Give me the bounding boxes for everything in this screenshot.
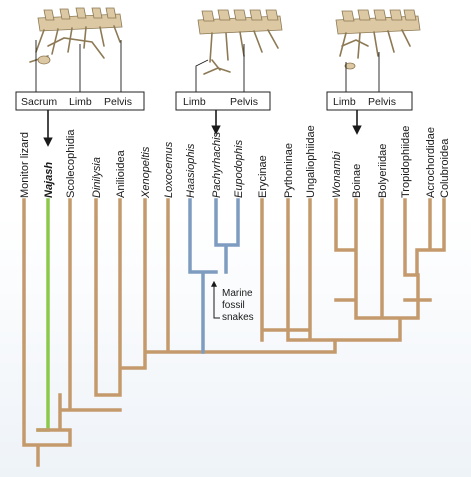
taxon-label: Dinilysia (91, 157, 103, 198)
boinae-label-box (326, 91, 413, 111)
label-pelvis: Pelvis (230, 96, 258, 108)
taxon-label: Erycinae (257, 155, 269, 198)
taxon-label: Ungaliophiidae (305, 125, 317, 198)
skeleton-pointers (35, 40, 380, 92)
taxon-label: Loxocemus (163, 141, 175, 198)
label-pelvis: Pelvis (368, 96, 396, 108)
najash-skeleton (29, 7, 123, 65)
label-sacrum: Sacrum (21, 96, 57, 108)
taxon-label: Najash (43, 162, 55, 198)
taxon-label: Scolecophidia (65, 129, 77, 198)
branch-marine (188, 198, 240, 354)
taxon-label: Pachyrhachis (211, 131, 223, 198)
taxon-label: Acrochordidae (425, 127, 437, 198)
annotation-line-1: Marine (222, 288, 253, 299)
marine-skeleton (197, 9, 283, 75)
marine-annotation: Marine fossil snakes (211, 280, 254, 323)
label-limb: Limb (69, 96, 92, 108)
taxon-label: Haasiophis (185, 143, 197, 198)
annotation-line-3: snakes (222, 312, 254, 323)
branch-najash (36, 198, 50, 432)
taxon-label: Pythoninae (283, 143, 295, 198)
label-limb: Limb (183, 96, 206, 108)
taxon-label: Bolyeriidae (377, 144, 389, 198)
taxon-labels: Monitor lizard Najash Scolecophidia Dini… (19, 125, 451, 199)
taxon-label: Wonambi (331, 151, 343, 198)
taxon-label: Colubroidea (439, 138, 451, 198)
box-arrows (43, 110, 362, 147)
label-pelvis: Pelvis (104, 96, 132, 108)
label-limb: Limb (333, 96, 356, 108)
skeleton-label-boxes: Sacrum Limb Pelvis Limb Pelvis Limb Pelv… (15, 91, 413, 111)
marine-label-box (175, 91, 271, 111)
taxon-label: Tropidophiidae (400, 126, 412, 198)
annotation-line-2: fossil (222, 300, 245, 311)
boinae-skeleton (335, 9, 421, 70)
taxon-label: Anilioidea (115, 149, 127, 198)
phylogenetic-tree (22, 198, 446, 467)
annotation-leader (213, 298, 220, 319)
taxon-label: Xenopeltis (140, 146, 152, 199)
taxon-label: Eupodophis (233, 139, 245, 198)
taxon-label: Boinae (351, 164, 363, 198)
taxon-label: Monitor lizard (19, 132, 31, 198)
najash-label-box (15, 91, 145, 111)
branch-backbone (22, 198, 446, 467)
